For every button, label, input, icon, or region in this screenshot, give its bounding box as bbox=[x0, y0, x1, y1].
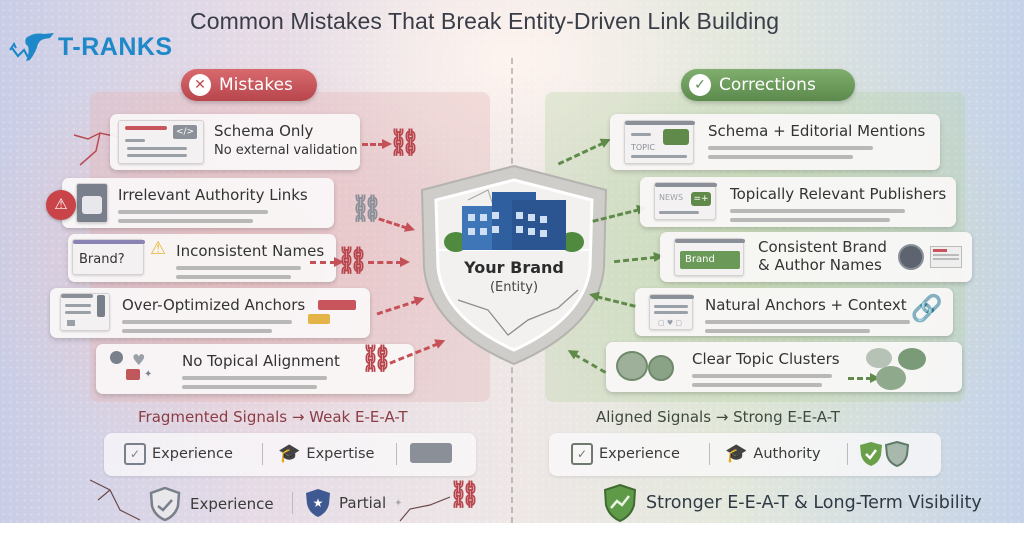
mistakes-header-pill: ✕ Mistakes bbox=[181, 69, 317, 101]
eeat-item-expertise: 🎓 Expertise bbox=[278, 443, 375, 464]
building-icon bbox=[444, 192, 584, 252]
brand-subtitle: (Entity) bbox=[489, 280, 539, 295]
mistake-card-over-optimized-anchors: Over-Optimized Anchors bbox=[50, 288, 370, 338]
mistake-label: Over-Optimized Anchors bbox=[122, 296, 306, 314]
broken-chain-icon: ⛓ bbox=[336, 246, 370, 276]
mistake-card-inconsistent-names: Brand? ⚠ Inconsistent Names bbox=[68, 234, 336, 282]
scattered-topics-icon: ♥ ✦ bbox=[104, 347, 172, 391]
strong-eeat-box: ✓ Experience 🎓 Authority bbox=[549, 433, 941, 476]
mistake-sublabel: No external validation bbox=[214, 143, 358, 158]
mistake-card-irrelevant-authority: Irrelevant Authority Links bbox=[62, 178, 334, 228]
x-circle-icon: ✕ bbox=[189, 74, 211, 96]
news-document-icon: NEWS =+ bbox=[654, 182, 717, 220]
mistakes-label: Mistakes bbox=[219, 75, 293, 95]
svg-text:★: ★ bbox=[313, 496, 324, 510]
broken-chain-icon: ⛓ bbox=[350, 194, 384, 224]
arrow-icon bbox=[848, 373, 880, 383]
corrections-header-pill: ✓ Corrections bbox=[681, 69, 855, 101]
brand-tag-icon: Brand bbox=[674, 238, 745, 276]
check-circle-icon: ✓ bbox=[689, 74, 711, 96]
mistake-label: Schema Only bbox=[214, 122, 314, 140]
brand-title: Your Brand bbox=[464, 258, 564, 277]
mistake-label: Inconsistent Names bbox=[176, 242, 325, 260]
correction-label: Natural Anchors + Context bbox=[705, 296, 907, 314]
correction-card-topic-clusters: Clear Topic Clusters bbox=[606, 342, 962, 392]
chain-link-icon: 🔗 bbox=[910, 294, 943, 324]
graduation-cap-icon: 🎓 bbox=[725, 443, 748, 464]
weak-eeat-box: ✓ Experience 🎓 Expertise bbox=[104, 433, 476, 476]
shield-icon bbox=[420, 164, 608, 366]
correction-card-schema-editorial: TOPIC Schema + Editorial Mentions bbox=[610, 114, 940, 170]
clipboard-check-icon: ✓ bbox=[124, 443, 146, 465]
mistake-label: Irrelevant Authority Links bbox=[118, 186, 308, 204]
warning-triangle-icon: ⚠ bbox=[150, 238, 167, 259]
warning-document-icon bbox=[76, 183, 108, 223]
correction-card-consistent-names: Brand Consistent Brand & Author Names bbox=[660, 232, 972, 282]
mistake-label: No Topical Alignment bbox=[182, 352, 340, 370]
eeat-item-stronger-visibility: Stronger E-E-A-T & Long-Term Visibility bbox=[602, 483, 982, 523]
corrections-label: Corrections bbox=[719, 75, 816, 95]
eeat-item-experience-shield: Experience bbox=[148, 486, 274, 522]
document-icon bbox=[930, 246, 962, 268]
shield-growth-icon bbox=[603, 483, 637, 523]
strong-eeat-summary: Aligned Signals → Strong E-E-A-T bbox=[596, 408, 840, 426]
topic-cluster-icon bbox=[614, 345, 684, 389]
arrow-icon bbox=[310, 257, 344, 267]
brand-entity-shield: Your Brand (Entity) bbox=[408, 160, 620, 370]
dinosaur-logo-icon bbox=[9, 33, 54, 61]
correction-label: Clear Topic Clusters bbox=[692, 350, 840, 368]
clipboard-check-icon: ✓ bbox=[571, 443, 593, 465]
correction-label: Consistent Brand bbox=[758, 238, 887, 256]
topic-document-icon: TOPIC bbox=[624, 120, 695, 164]
logo-text: T-RANKS bbox=[58, 32, 173, 61]
shield-check-icon bbox=[149, 486, 181, 522]
correction-card-topical-publishers: NEWS =+ Topically Relevant Publishers bbox=[640, 177, 956, 227]
eeat-item-experience: ✓ Experience bbox=[571, 443, 680, 465]
eeat-item-authority: 🎓 Authority bbox=[725, 443, 821, 464]
graduation-cap-icon: 🎓 bbox=[278, 443, 301, 464]
infographic-canvas: T-RANKS Common Mistakes That Break Entit… bbox=[0, 0, 1024, 523]
shield-star-icon: ★ bbox=[306, 489, 330, 517]
broken-chain-icon: ⛓ bbox=[388, 128, 422, 158]
book-badge-icon bbox=[410, 443, 452, 463]
eeat-item-experience: ✓ Experience bbox=[124, 443, 233, 465]
code-document-icon: </> bbox=[118, 120, 204, 164]
arrow-icon bbox=[368, 257, 410, 267]
logo: T-RANKS bbox=[8, 30, 173, 64]
document-icon bbox=[60, 293, 110, 331]
broken-chain-icon: ⛓ bbox=[360, 344, 394, 374]
arrow-icon bbox=[362, 139, 392, 149]
page-title: Common Mistakes That Break Entity-Driven… bbox=[190, 8, 780, 34]
broken-chain-icon: ⛓ bbox=[448, 480, 482, 510]
mistake-card-schema-only: </> Schema Only No external validation bbox=[110, 114, 360, 170]
topic-cluster-icon bbox=[862, 346, 942, 390]
warning-circle-icon: ⚠ bbox=[46, 190, 76, 220]
correction-label: Schema + Editorial Mentions bbox=[708, 122, 926, 140]
author-avatar-icon bbox=[898, 244, 924, 270]
brand-tag-icon: Brand? bbox=[72, 239, 145, 275]
document-icon: ▢ ♥ ▢ bbox=[649, 294, 694, 330]
shield-pair-icon bbox=[859, 441, 909, 467]
correction-label-2: & Author Names bbox=[758, 256, 882, 274]
correction-card-natural-anchors: ▢ ♥ ▢ Natural Anchors + Context 🔗 bbox=[635, 288, 953, 336]
eeat-item-partial: ★ Partial ✦ bbox=[305, 488, 403, 518]
weak-eeat-summary: Fragmented Signals → Weak E-E-A-T bbox=[138, 408, 408, 426]
correction-label: Topically Relevant Publishers bbox=[730, 185, 947, 203]
mistake-card-no-topical-alignment: ♥ ✦ No Topical Alignment bbox=[96, 344, 414, 394]
anchor-tag-icon bbox=[318, 300, 356, 310]
